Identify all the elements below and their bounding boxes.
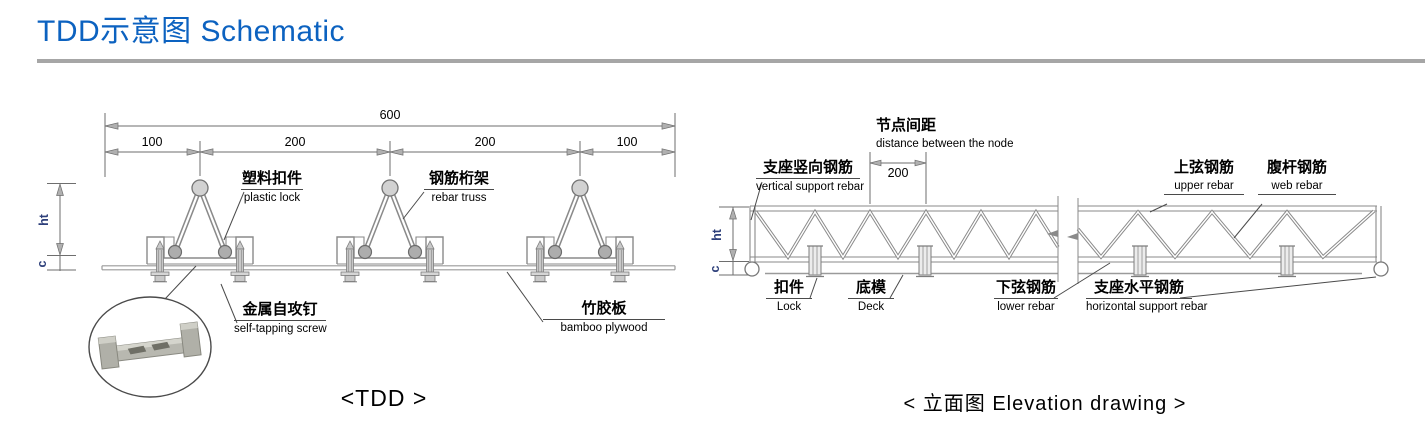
label-upper-rebar-en: upper rebar [1164,178,1244,195]
label-lock-cn: 扣件 [766,280,812,299]
bamboo-plywood-deck [101,265,676,271]
dimension-segment-100-right: 100 [616,135,638,149]
label-horizontal-support-rebar-en: horizontal support rebar [1086,300,1208,313]
label-web-rebar: 腹杆钢筋 web rebar [1258,160,1336,195]
label-upper-rebar-cn: 上弦钢筋 [1173,159,1234,176]
label-lock-en: Lock [776,300,802,313]
title-divider [37,59,1425,63]
elevation-cover-label-c: c [708,265,722,273]
label-rebar-truss: 钢筋桁架 rebar truss [424,171,494,204]
label-plastic-lock-en: plastic lock [243,191,301,204]
label-bamboo-plywood-en: bamboo plywood [560,321,648,334]
label-lower-rebar-en: lower rebar [997,300,1055,313]
dimension-node-spacing-200: 200 [887,166,909,180]
node-spacing-dimension [869,152,927,204]
horizontal-support-rebar-ends [744,261,1389,277]
tdd-height-label-ht: ht [37,214,51,226]
dimension-segment-100-left: 100 [141,135,163,149]
label-self-tapping-screw-cn: 金属自攻钉 [234,302,326,321]
label-self-tapping-screw-en: self-tapping screw [234,322,327,335]
label-plastic-lock-cn: 塑料扣件 [241,171,303,190]
label-deck-cn: 底模 [848,280,894,299]
rebar-truss-sections [147,180,633,282]
elevation-caption: < 立面图 Elevation drawing > [903,393,1187,415]
label-deck: 底模 Deck [848,280,894,313]
label-horizontal-support-rebar-cn: 支座水平钢筋 [1086,280,1192,299]
label-lock: 扣件 Lock [766,280,812,313]
elevation-locks [805,245,1297,278]
label-lower-rebar: 下弦钢筋 lower rebar [994,280,1058,313]
label-web-rebar-cn: 腹杆钢筋 [1266,159,1327,176]
tdd-cover-label-c: c [35,260,49,268]
label-deck-en: Deck [857,300,885,313]
elevation-height-label-ht: ht [710,229,724,241]
elevation-leader-lines [750,181,1377,299]
label-bamboo-plywood: 竹胶板 bamboo plywood [543,301,665,334]
label-horizontal-support-rebar: 支座水平钢筋 horizontal support rebar [1086,280,1208,313]
label-self-tapping-screw: 金属自攻钉 self-tapping screw [234,302,327,335]
lock-detail-circle [88,296,212,398]
label-node-spacing-cn: 节点间距 [876,117,937,134]
label-rebar-truss-cn: 钢筋桁架 [424,171,494,190]
elevation-chords [749,205,1382,263]
dimension-segment-200-left: 200 [284,135,306,149]
label-vertical-support-rebar-en: vertical support rebar [756,180,865,193]
tdd-dimension-arrows [56,122,676,257]
page-title: TDD示意图 Schematic [37,15,346,48]
label-bamboo-plywood-cn: 竹胶板 [543,301,665,320]
tdd-caption: <TDD > [340,385,428,411]
label-plastic-lock: 塑料扣件 plastic lock [241,171,303,204]
dimension-segment-200-right: 200 [474,135,496,149]
label-vertical-support-rebar-cn: 支座竖向钢筋 [756,160,860,179]
elevation-height-dimension [719,206,749,276]
plastic-lock-photo [97,321,202,370]
dimension-overall-600: 600 [379,108,401,122]
label-vertical-support-rebar: 支座竖向钢筋 vertical support rebar [756,160,865,193]
tdd-leader-lines [164,191,544,324]
elevation-break-lines [1047,196,1079,284]
label-upper-rebar: 上弦钢筋 upper rebar [1164,160,1244,195]
label-rebar-truss-en: rebar truss [431,191,487,204]
label-node-spacing-en: distance between the node [876,137,1014,150]
label-lower-rebar-cn: 下弦钢筋 [994,280,1058,299]
elevation-web-rebar [754,208,1376,261]
label-node-spacing: 节点间距 distance between the node [876,118,1013,150]
label-web-rebar-en: web rebar [1258,178,1336,195]
